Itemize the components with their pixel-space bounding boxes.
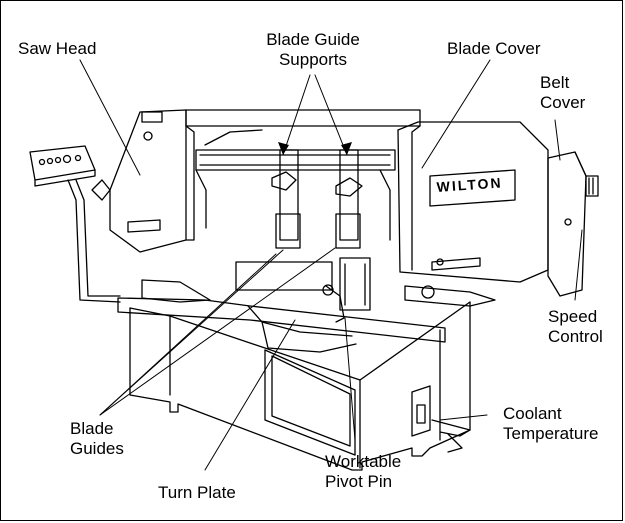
label-saw-head: Saw Head xyxy=(18,39,97,58)
blade-cover xyxy=(397,121,549,283)
label-blade-cover: Blade Cover xyxy=(447,39,541,58)
coolant-switch xyxy=(416,404,426,424)
blade-guide-support-left xyxy=(271,149,301,249)
label-speed-control: Speed Control xyxy=(548,307,603,346)
label-coolant-temperature: Coolant Temperature xyxy=(503,404,599,443)
worktable-pivot-pin xyxy=(322,284,435,323)
label-blade-guides: Blade Guides xyxy=(70,419,124,458)
label-worktable-pivot-pin: Worktable Pivot Pin xyxy=(325,452,402,491)
leader-lines xyxy=(79,59,583,471)
label-turn-plate: Turn Plate xyxy=(158,483,236,502)
label-belt-cover: Belt Cover xyxy=(540,73,586,112)
saw-frame xyxy=(185,109,421,271)
label-blade-guide-supports: Blade Guide Supports xyxy=(266,30,360,69)
blade-guide-support-right xyxy=(335,149,363,249)
coolant-control-box xyxy=(411,385,431,437)
belt-cover xyxy=(547,151,587,297)
control-pendant xyxy=(29,145,121,303)
speed-control-knob xyxy=(585,175,599,197)
base-cabinet xyxy=(129,301,471,471)
saw-head xyxy=(91,109,187,253)
worktable xyxy=(117,257,496,353)
